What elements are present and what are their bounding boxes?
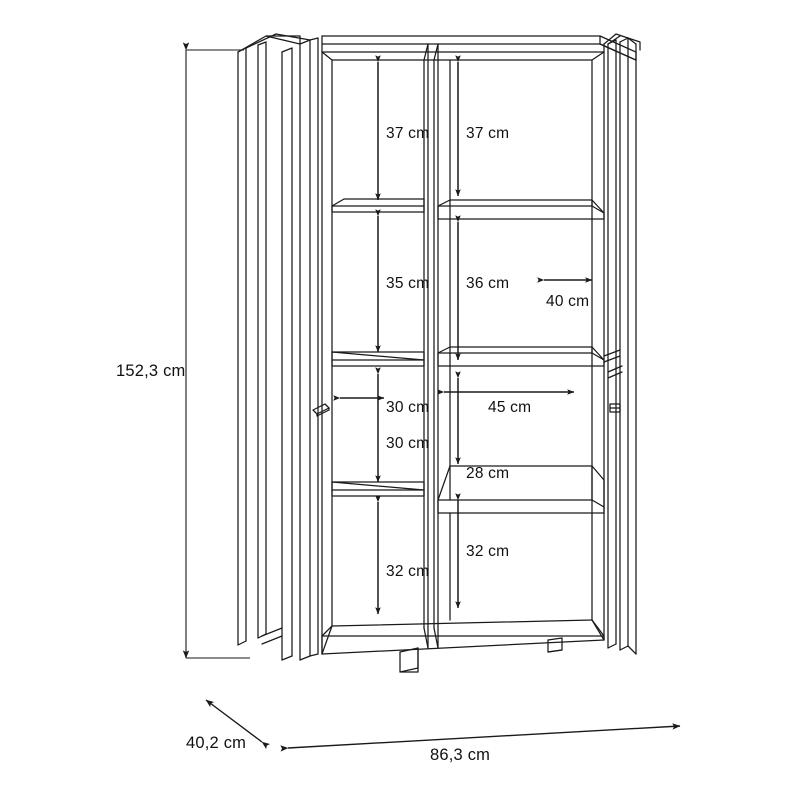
cabinet-top [321,35,637,61]
center-divider [423,43,439,649]
label-right-gap-3: 28 cm [466,465,509,482]
label-right-width: 45 cm [488,399,531,416]
cabinet-left-leg [261,47,293,661]
left-shelves [331,198,425,497]
right-shelves [437,199,605,514]
label-right-depth: 40 cm [546,293,589,310]
label-left-gap-3: 30 cm [386,435,429,452]
dimension-total-width [280,723,681,752]
label-left-gap-4: 32 cm [386,563,429,580]
right-door-panel [603,33,641,655]
label-left-depth: 30 cm [386,399,429,416]
cabinet-feet [399,637,563,673]
label-left-gap-2: 35 cm [386,275,429,292]
label-right-gap-1: 37 cm [466,125,509,142]
left-door-handle-icon [312,403,330,417]
label-right-gap-2: 36 cm [466,275,509,292]
left-door-panel [237,33,319,661]
label-total-depth: 40,2 cm [186,734,246,752]
label-left-gap-1: 37 cm [386,125,429,142]
label-right-gap-4: 32 cm [466,543,509,560]
dimension-total-depth [205,699,270,750]
label-total-height: 152,3 cm [116,362,185,380]
label-total-width: 86,3 cm [430,746,490,764]
cabinet-carcass [321,51,605,655]
